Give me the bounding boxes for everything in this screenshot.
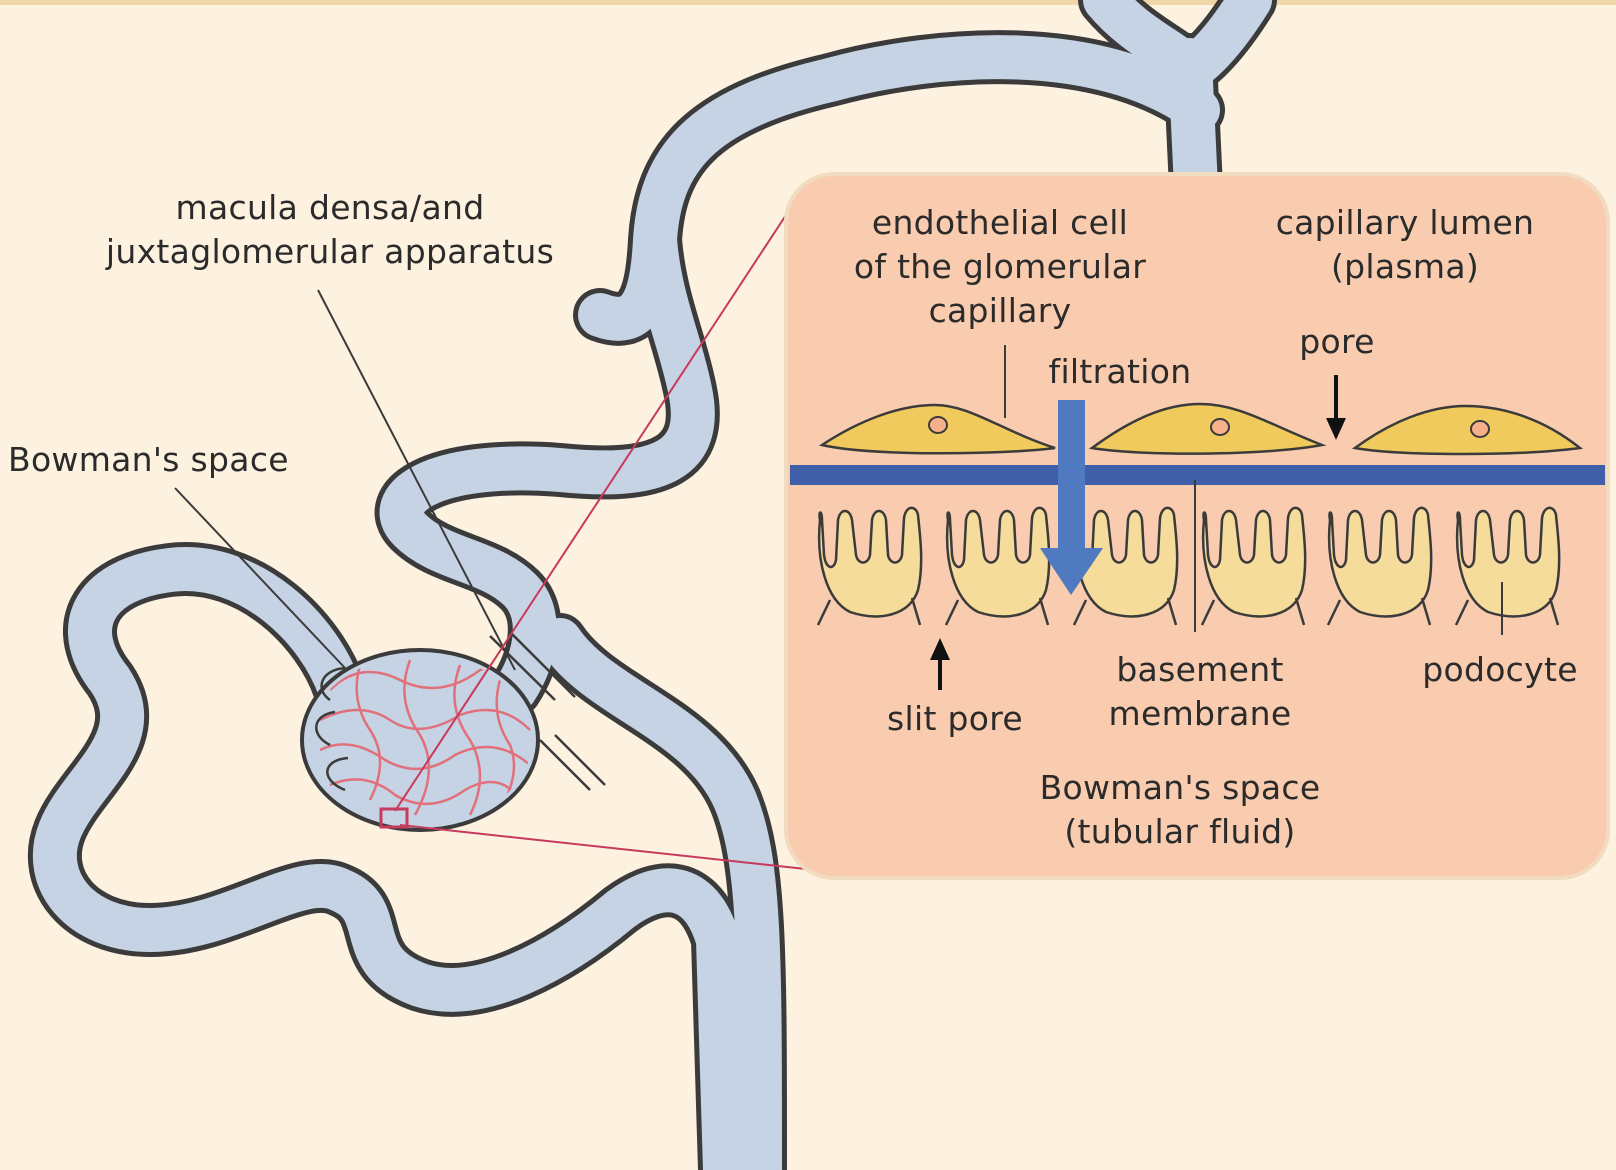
slit-pore-label: slit pore [860, 697, 1050, 741]
basement-membrane [790, 465, 1605, 485]
pore-label: pore [1262, 320, 1412, 364]
basement-membrane-label: basement membrane [1080, 648, 1320, 736]
endothelial-cell-label: endothelial cell of the glomerular capil… [810, 201, 1190, 333]
capillary-lumen-label: capillary lumen (plasma) [1225, 201, 1585, 289]
filtration-label: filtration [1015, 350, 1225, 394]
podocyte-label: podocyte [1400, 648, 1600, 692]
top-border [0, 0, 1616, 5]
bowmans-space-label: Bowman's space [8, 438, 289, 482]
macula-densa-label: macula densa/and juxtaglomerular apparat… [30, 186, 630, 274]
bowmans-fluid-label: Bowman's space (tubular fluid) [1000, 766, 1360, 854]
bowmans-capsule [302, 650, 538, 830]
